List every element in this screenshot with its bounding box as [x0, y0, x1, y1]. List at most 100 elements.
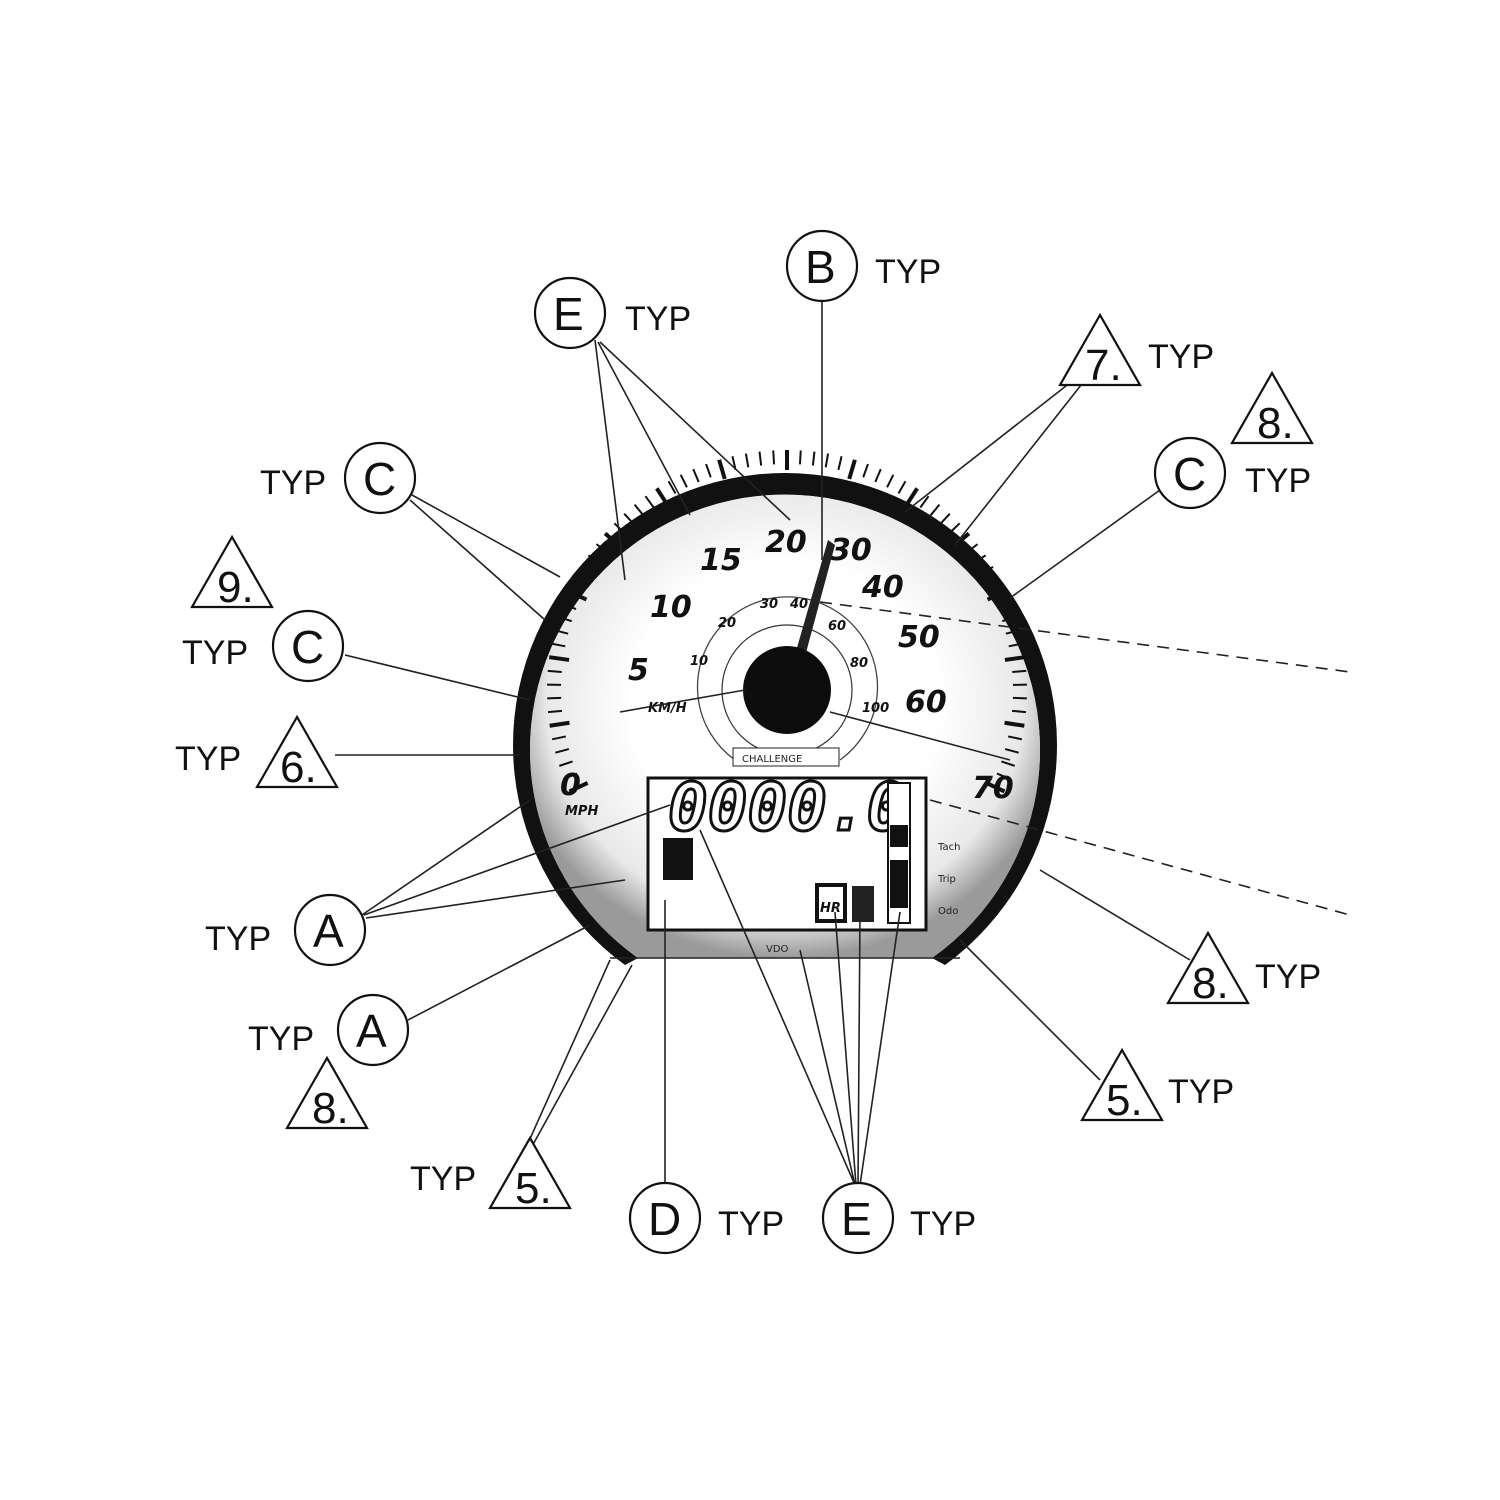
gauge-tick	[667, 480, 677, 494]
gauge-tick	[997, 603, 1012, 610]
callout-e-bottom: E TYP	[821, 1181, 976, 1255]
gauge-tick	[603, 531, 622, 549]
svg-text:TYP: TYP	[175, 740, 241, 778]
gauge-tick	[568, 781, 589, 794]
maker-label: VDO	[766, 944, 789, 955]
hr-label: HR	[820, 901, 841, 916]
kmh-label: 60	[828, 619, 846, 634]
needle	[790, 540, 835, 675]
gauge-tick	[986, 578, 1001, 587]
gauge-tick	[623, 512, 635, 525]
svg-text:C: C	[1173, 448, 1206, 500]
gauge-tick	[980, 566, 994, 575]
gauge-tick	[547, 709, 563, 714]
gauge-tick	[558, 760, 573, 767]
mph-label: 0	[560, 768, 581, 803]
gauge-tick	[772, 450, 776, 465]
svg-text:B: B	[805, 241, 836, 293]
gauge-tick	[613, 522, 626, 534]
gauge-ticks	[547, 450, 1027, 794]
mph-label: 30	[830, 533, 872, 568]
gauge-tick	[1012, 669, 1027, 673]
svg-text:5.: 5.	[1106, 1076, 1143, 1125]
triangle-6: 6. TYP	[175, 714, 339, 792]
odometer-readout: 0000.0	[668, 769, 906, 846]
gauge-tick	[744, 453, 750, 468]
gauge-tick	[973, 554, 987, 564]
gauge-tick	[595, 543, 609, 554]
svg-text:TYP: TYP	[718, 1205, 784, 1243]
mph-label: 5	[628, 653, 649, 688]
svg-text:TYP: TYP	[875, 253, 941, 291]
gauge-tick	[644, 495, 655, 509]
svg-text:TYP: TYP	[1148, 338, 1214, 376]
gauge-tick	[705, 463, 712, 478]
svg-text:TYP: TYP	[1168, 1073, 1234, 1111]
gauge-tick	[567, 589, 588, 602]
gauge-tick	[811, 451, 816, 466]
gauge-tick	[1001, 760, 1016, 767]
mph-label: 15	[700, 543, 742, 578]
mph-label: 40	[861, 570, 904, 605]
svg-text:9.: 9.	[217, 563, 254, 612]
gauge-tick	[824, 453, 830, 468]
leader-lines	[335, 300, 1351, 1186]
triangle-8-left: 8.	[285, 1055, 369, 1133]
gauge-tick	[897, 480, 907, 494]
gauge-tick	[986, 589, 1007, 602]
gauge-tick	[580, 566, 594, 575]
gauge-tick	[939, 512, 951, 525]
gauge-tick	[996, 772, 1011, 780]
svg-text:TYP: TYP	[910, 1205, 976, 1243]
callout-c-right: C TYP	[1153, 436, 1311, 510]
gauge-tick	[886, 474, 895, 488]
gauge-tick	[1005, 629, 1020, 635]
gauge-tick	[1011, 709, 1027, 714]
gauge-tick	[562, 603, 577, 610]
needle-hub	[743, 646, 831, 734]
svg-text:TYP: TYP	[248, 1020, 314, 1058]
gauge-tick	[1004, 720, 1025, 728]
gauge-tick	[929, 503, 941, 517]
svg-text:TYP: TYP	[1245, 462, 1311, 500]
gauge-tick	[563, 772, 578, 780]
lcd-display	[646, 776, 928, 932]
svg-text:E: E	[841, 1193, 872, 1245]
triangle-5-right: 5. TYP	[1080, 1047, 1234, 1125]
gauge-tick	[798, 450, 802, 465]
svg-text:8.: 8.	[1192, 959, 1229, 1008]
svg-text:TYP: TYP	[410, 1160, 476, 1198]
kmh-label: 30	[760, 597, 778, 612]
bar-gauge-segment	[890, 860, 908, 908]
mode-tach: Tach	[937, 842, 960, 853]
gauge: 0 5 10 15 20 30 40 50 60 70 MPH 10 20 30…	[512, 450, 1057, 965]
svg-text:TYP: TYP	[625, 300, 691, 338]
svg-text:8.: 8.	[1257, 399, 1294, 448]
bar-gauge-segment	[890, 825, 908, 847]
gauge-tick	[1004, 655, 1026, 662]
svg-text:7.: 7.	[1085, 341, 1122, 390]
gauge-tick	[847, 459, 857, 480]
kmh-label: 40	[789, 597, 808, 612]
gauge-tick	[1004, 748, 1019, 754]
gauge-tick	[862, 463, 869, 478]
gauge-tick	[837, 456, 843, 471]
hr-box	[815, 883, 847, 923]
svg-text:6.: 6.	[280, 743, 317, 792]
gauge-tick	[948, 522, 961, 534]
mode-odo: Odo	[938, 906, 958, 917]
gauge-tick	[655, 487, 670, 507]
gauge-tick	[554, 629, 569, 635]
fuel-icon	[852, 886, 874, 922]
gauge-tick	[548, 655, 570, 662]
kmh-label: 80	[850, 656, 868, 671]
mph-label: 10	[650, 590, 692, 625]
mph-label: 50	[898, 620, 940, 655]
kmh-label: 100	[862, 701, 889, 716]
